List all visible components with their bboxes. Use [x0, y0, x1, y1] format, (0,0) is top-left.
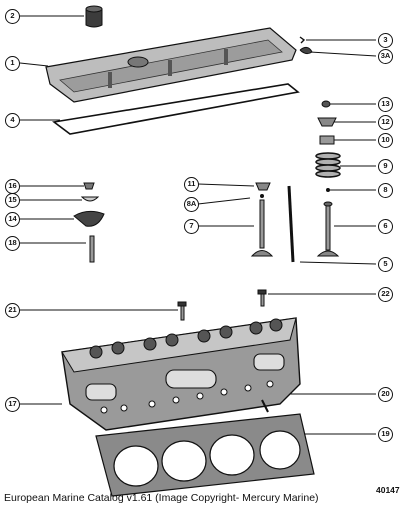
image-caption: European Marine Catalog v1.61 (Image Cop… [4, 492, 319, 504]
callout-6: 6 [378, 219, 393, 234]
callout-14: 14 [5, 212, 20, 227]
callout-9: 9 [378, 159, 393, 174]
callout-10: 10 [378, 133, 393, 148]
figure-number: 40147 [376, 485, 400, 495]
push-rod [287, 185, 295, 263]
cover-clip [299, 36, 313, 55]
rocker-cover-gasket [52, 83, 300, 135]
callout-11: 11 [184, 177, 199, 192]
callout-3: 3 [378, 33, 393, 48]
head-bolts [177, 289, 267, 321]
cylinder-head [61, 317, 301, 431]
callout-4: 4 [5, 113, 20, 128]
callout-12: 12 [378, 115, 393, 130]
callout-16: 16 [5, 179, 20, 194]
callout-19: 19 [378, 427, 393, 442]
rocker-arm-cover [45, 27, 297, 103]
locating-dowel [261, 399, 269, 413]
callout-15: 15 [5, 193, 20, 208]
callout-5: 5 [378, 257, 393, 272]
callout-21: 21 [5, 303, 20, 318]
callout-17: 17 [5, 397, 20, 412]
callout-8a: 8A [184, 197, 199, 212]
oil-filler-cap [85, 5, 103, 28]
callout-20: 20 [378, 387, 393, 402]
callout-22: 22 [378, 287, 393, 302]
valve-assembly-middle [250, 182, 274, 257]
rocker-arm-parts [73, 182, 105, 263]
callout-18: 18 [5, 236, 20, 251]
callout-8: 8 [378, 183, 393, 198]
valve-assembly-right [315, 100, 341, 257]
callout-13: 13 [378, 97, 393, 112]
callout-3a: 3A [378, 49, 393, 64]
callout-2: 2 [5, 9, 20, 24]
callout-7: 7 [184, 219, 199, 234]
callout-1: 1 [5, 56, 20, 71]
head-gasket [95, 413, 315, 497]
leader-lines [19, 15, 377, 435]
